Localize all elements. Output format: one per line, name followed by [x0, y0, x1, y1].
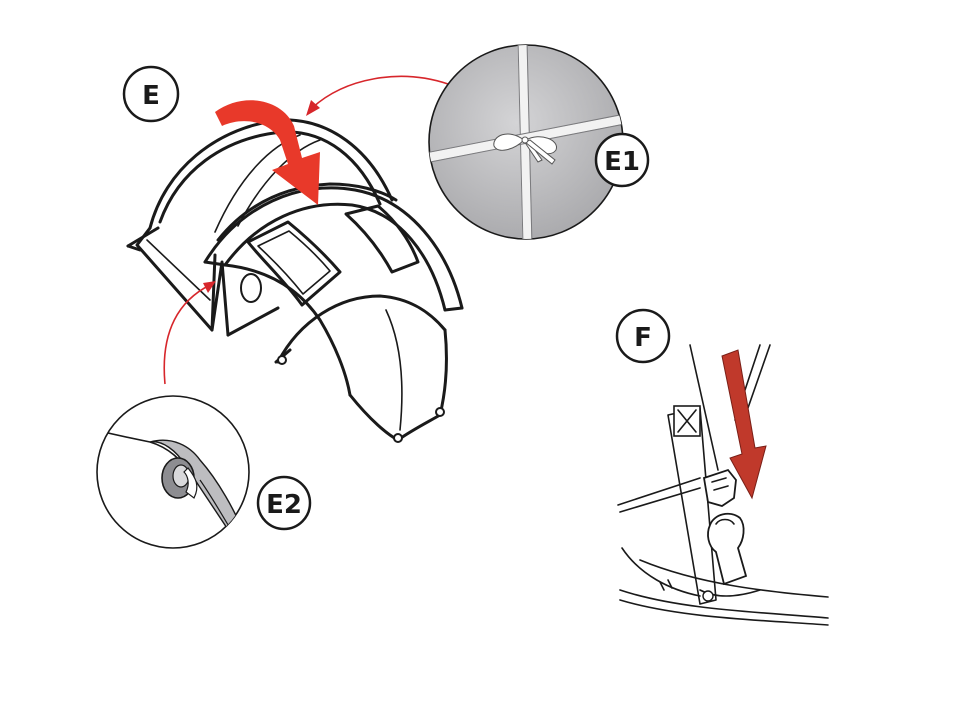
step-e1-label: E1: [604, 147, 640, 177]
step-e2-label: E2: [266, 490, 302, 520]
step-e-badge: E: [124, 67, 178, 121]
step-f-label: F: [634, 323, 652, 353]
step-f-illustration: F: [617, 310, 828, 625]
step-e-illustration: E: [124, 67, 462, 442]
step-e2-badge: E2: [258, 477, 310, 529]
callout-line-e1: [312, 76, 448, 108]
step-e-label: E: [142, 81, 160, 111]
detail-e2: E2: [95, 396, 310, 548]
step-e1-badge: E1: [596, 134, 648, 186]
buckle-drawing: [618, 345, 828, 625]
step-f-badge: F: [617, 310, 669, 362]
detail-e1: E1: [425, 40, 648, 245]
push-down-arrow-icon: [215, 100, 320, 205]
